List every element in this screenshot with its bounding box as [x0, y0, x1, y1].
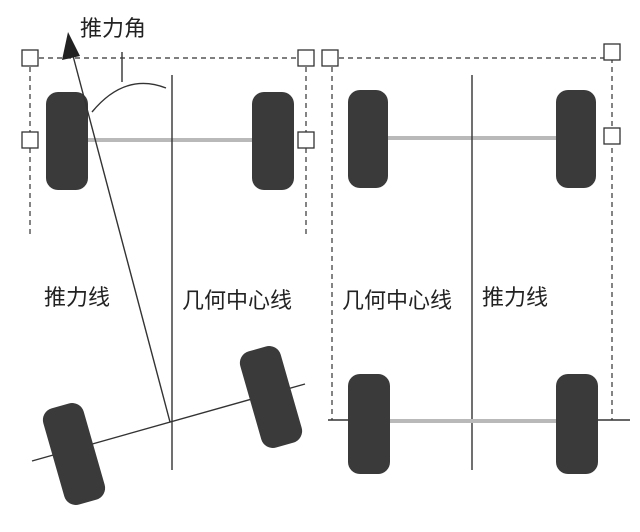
right-mid-right-handle	[603, 127, 621, 145]
right-rear-left-tire	[348, 374, 390, 474]
right-rear-right-tire	[556, 374, 598, 474]
thrust-angle-label: 推力角	[80, 17, 146, 42]
left-figure: 推力角 推力线 几何中心线	[21, 17, 315, 506]
left-mid-right-handle	[297, 131, 315, 149]
right-geometric-centerline-label: 几何中心线	[342, 289, 452, 314]
left-rear-left-tire	[42, 402, 106, 506]
left-thrust-line	[71, 51, 171, 423]
left-mid-left-handle	[21, 131, 39, 149]
left-top-right-handle	[297, 49, 315, 67]
right-top-left-handle	[321, 49, 339, 67]
left-rear-right-tire-group	[239, 345, 303, 449]
right-figure: 几何中心线 推力线	[321, 43, 630, 474]
left-rear-right-tire	[239, 345, 303, 449]
left-front-right-tire	[252, 92, 294, 190]
left-thrust-line-label: 推力线	[44, 286, 110, 311]
right-top-right-handle	[603, 43, 621, 61]
thrust-arrow-head	[62, 32, 80, 60]
left-top-left-handle	[21, 49, 39, 67]
thrust-angle-arc	[91, 82, 167, 113]
left-geometric-centerline-label: 几何中心线	[182, 289, 292, 314]
left-rear-left-tire-group	[42, 402, 106, 506]
right-front-left-tire	[348, 90, 388, 188]
left-front-left-tire	[46, 92, 88, 190]
right-thrust-line-label: 推力线	[482, 286, 548, 311]
right-front-right-tire	[556, 90, 596, 188]
